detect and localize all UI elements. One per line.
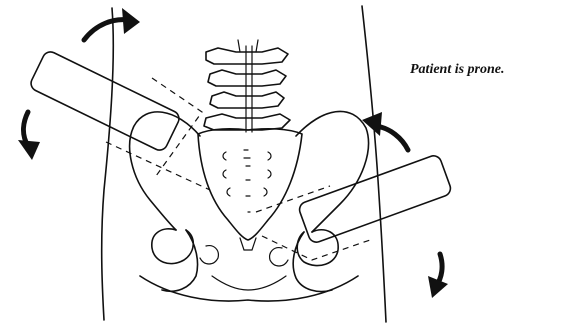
left-hip xyxy=(152,229,219,291)
caption: Patient is prone. xyxy=(410,62,505,78)
left-pad xyxy=(28,49,181,153)
left-pad-projection xyxy=(106,78,210,190)
right-ilium xyxy=(296,111,368,232)
body-outline-left xyxy=(102,8,114,320)
lumbar-spine xyxy=(204,40,290,132)
sacrum xyxy=(198,129,302,250)
rotate-arrow-icon xyxy=(18,112,40,160)
pelvic-arch-inner xyxy=(212,276,286,290)
rotate-arrow-icon xyxy=(428,254,448,298)
pelvic-arch xyxy=(140,276,358,301)
right-pad xyxy=(297,154,452,245)
